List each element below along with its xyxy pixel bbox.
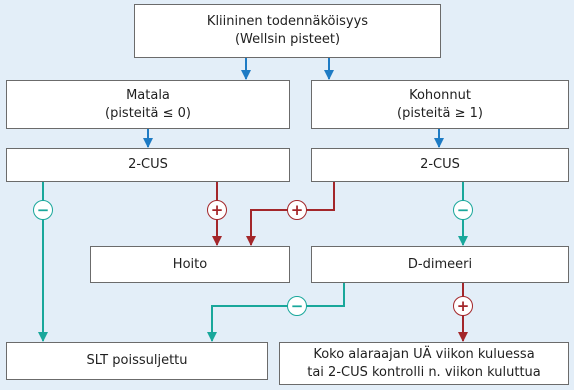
followup-line1: Koko alaraajan UÄ viikon kuluessa	[313, 346, 535, 362]
cus-right-box: 2-CUS	[311, 148, 569, 182]
ddimer-label: D-dimeeri	[407, 256, 473, 272]
followup-box: Koko alaraajan UÄ viikon kuluessa tai 2-…	[279, 342, 569, 385]
positive-result-icon: +	[453, 296, 473, 316]
dvt-excluded-label: SLT poissuljettu	[86, 353, 188, 368]
low-probability-box: Matala (pisteitä ≤ 0)	[6, 80, 290, 129]
high-probability-box: Kohonnut (pisteitä ≥ 1)	[311, 80, 569, 129]
followup-line2: tai 2-CUS kontrolli n. viikon kuluttua	[307, 364, 541, 380]
treatment-box: Hoito	[90, 246, 290, 283]
high-probability-subtitle: (pisteitä ≥ 1)	[397, 105, 483, 121]
clinical-probability-box: Kliininen todennäköisyys (Wellsin pistee…	[134, 4, 441, 58]
negative-result-icon: −	[33, 200, 53, 220]
negative-result-icon: −	[453, 200, 473, 220]
arrow-ddimer-negative	[207, 283, 345, 342]
clinical-probability-title: Kliininen todennäköisyys	[206, 14, 369, 29]
cus-left-label: 2-CUS	[128, 157, 168, 172]
low-probability-title: Matala	[126, 87, 170, 103]
positive-result-icon: +	[207, 200, 227, 220]
cus-right-label: 2-CUS	[420, 157, 460, 172]
negative-result-icon: −	[287, 296, 307, 316]
cus-left-box: 2-CUS	[6, 148, 290, 182]
clinical-probability-subtitle: (Wellsin pisteet)	[234, 32, 341, 47]
low-probability-subtitle: (pisteitä ≤ 0)	[105, 105, 191, 121]
treatment-label: Hoito	[172, 256, 208, 272]
positive-result-icon: +	[287, 200, 307, 220]
dvt-excluded-box: SLT poissuljettu	[6, 342, 268, 380]
high-probability-title: Kohonnut	[409, 87, 471, 103]
ddimer-box: D-dimeeri	[311, 246, 569, 283]
